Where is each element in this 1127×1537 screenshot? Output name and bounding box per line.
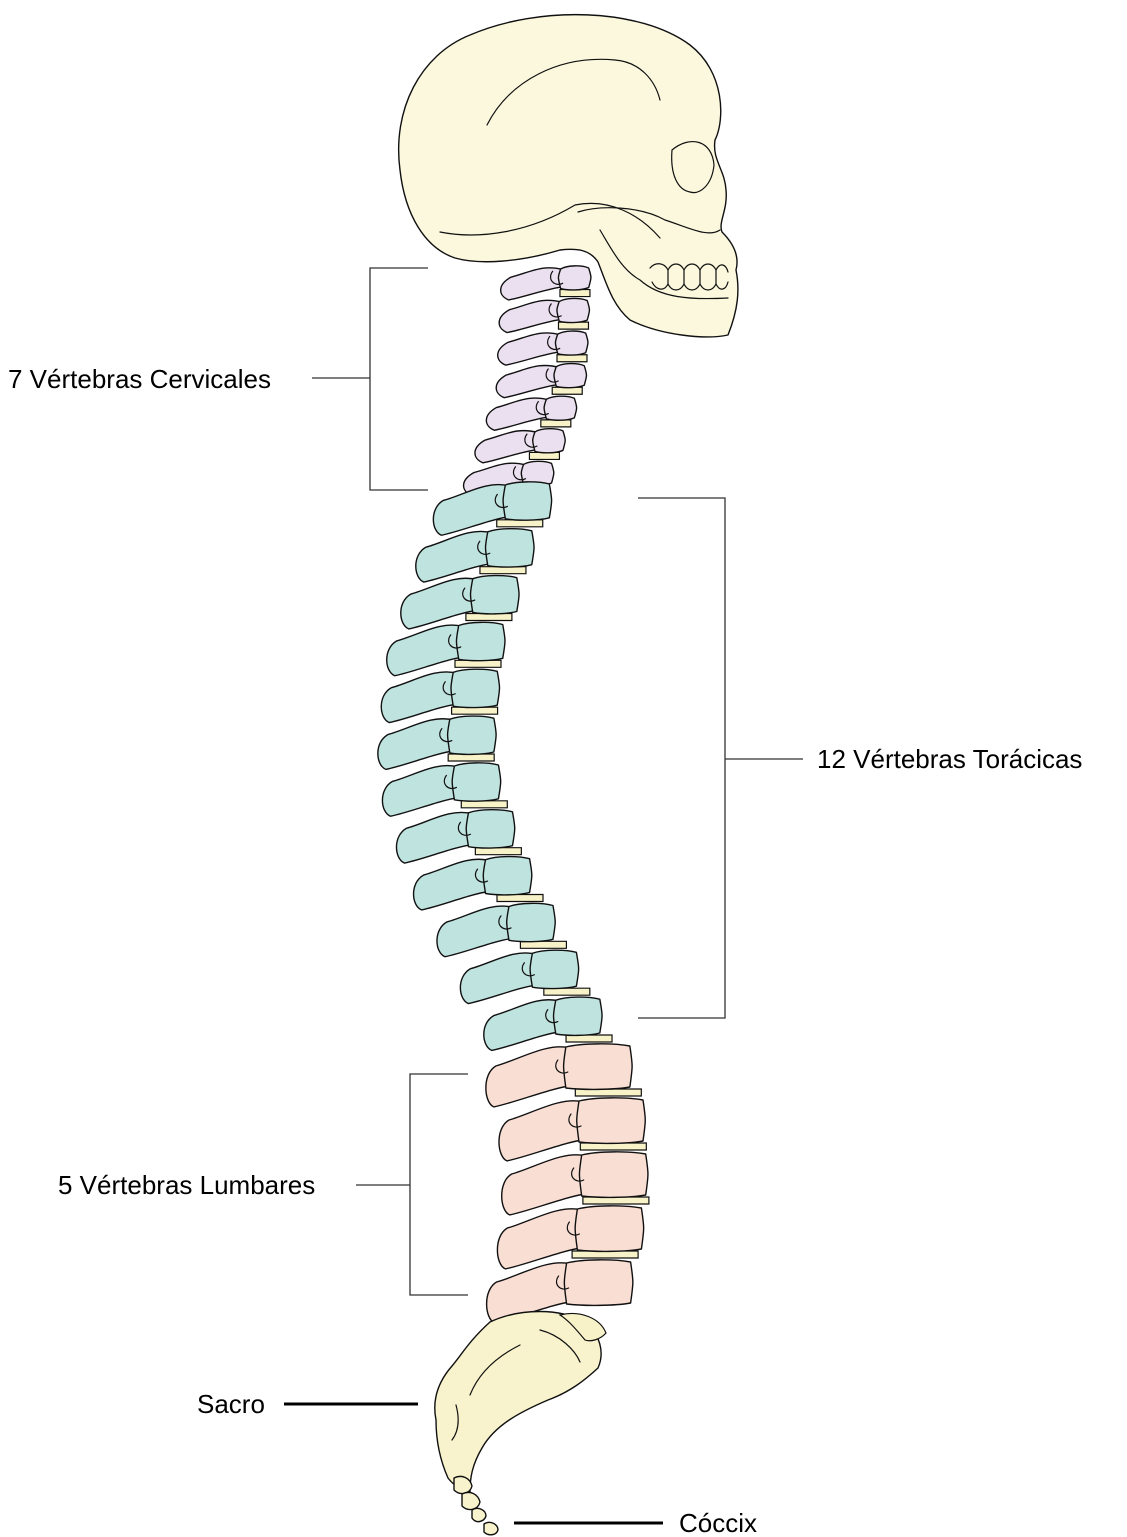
thoracic-disc-7 xyxy=(461,801,507,808)
cervical-disc-5 xyxy=(541,420,571,427)
coccyx-bone-2 xyxy=(462,1492,480,1509)
lumbar-bracket xyxy=(410,1074,468,1295)
thoracic-bracket xyxy=(638,498,725,1018)
cervical-disc-6 xyxy=(529,452,559,459)
lumbar-body xyxy=(579,1152,648,1198)
cervical-body xyxy=(555,331,588,355)
cervical-body xyxy=(533,429,566,453)
sacrum-bone xyxy=(435,1312,601,1493)
cervical-body xyxy=(544,396,577,420)
thoracic-process xyxy=(387,625,463,676)
coccyx-bone-3 xyxy=(472,1508,486,1521)
lumbar-label: 5 Vértebras Lumbares xyxy=(58,1170,315,1200)
thoracic-disc-1 xyxy=(497,520,543,527)
thoracic-disc-8 xyxy=(475,848,521,855)
thoracic-body xyxy=(466,810,514,848)
lumbar-process xyxy=(499,1101,583,1161)
thoracic-process xyxy=(382,766,458,817)
lumbar-disc-2 xyxy=(580,1143,646,1150)
lumbar-process xyxy=(502,1155,586,1215)
lumbar-process xyxy=(497,1209,581,1269)
thoracic-process xyxy=(414,859,490,910)
coccyx-bone-4 xyxy=(484,1522,498,1534)
thoracic-body xyxy=(452,763,501,801)
sacrum-label: Sacro xyxy=(197,1389,265,1419)
sacrum xyxy=(435,1312,606,1493)
cervical-label: 7 Vértebras Cervicales xyxy=(8,364,271,394)
thoracic-body xyxy=(530,950,579,988)
coccyx-label: Cóccix xyxy=(679,1508,757,1537)
thoracic-body xyxy=(503,482,552,520)
lumbar-body xyxy=(575,1206,644,1252)
thoracic-body xyxy=(507,903,555,941)
thoracic-body xyxy=(483,857,532,895)
thoracic-body xyxy=(448,716,497,754)
thoracic-body xyxy=(486,529,535,567)
thoracic-process xyxy=(437,906,513,957)
lumbar-disc-3 xyxy=(583,1197,649,1204)
thoracic-body xyxy=(456,622,505,660)
lumbar-vertebra-4 xyxy=(497,1206,643,1269)
thoracic-body xyxy=(554,997,603,1035)
lumbar-process xyxy=(486,1047,570,1107)
thoracic-process xyxy=(416,531,492,582)
thoracic-process xyxy=(484,1000,560,1051)
thoracic-label: 12 Vértebras Torácicas xyxy=(817,744,1082,774)
thoracic-body xyxy=(471,576,520,614)
lumbar-vertebra-3 xyxy=(502,1152,648,1215)
lumbar-body xyxy=(564,1260,633,1306)
thoracic-process xyxy=(401,578,477,629)
thoracic-process xyxy=(460,953,536,1004)
thoracic-process xyxy=(381,672,457,723)
cervical-body xyxy=(554,364,587,388)
cervical-body xyxy=(558,266,591,290)
lumbar-body xyxy=(577,1098,646,1144)
lumbar-disc-1 xyxy=(575,1089,641,1096)
cervical-body xyxy=(557,298,590,322)
coccyx xyxy=(454,1476,498,1534)
thoracic-process xyxy=(433,485,509,536)
thoracic-process xyxy=(396,812,472,863)
thoracic-process xyxy=(378,719,454,770)
lumbar-body xyxy=(564,1044,633,1090)
vertebral-column xyxy=(378,266,648,1323)
cervical-bracket xyxy=(370,268,428,490)
thoracic-body xyxy=(451,669,500,707)
